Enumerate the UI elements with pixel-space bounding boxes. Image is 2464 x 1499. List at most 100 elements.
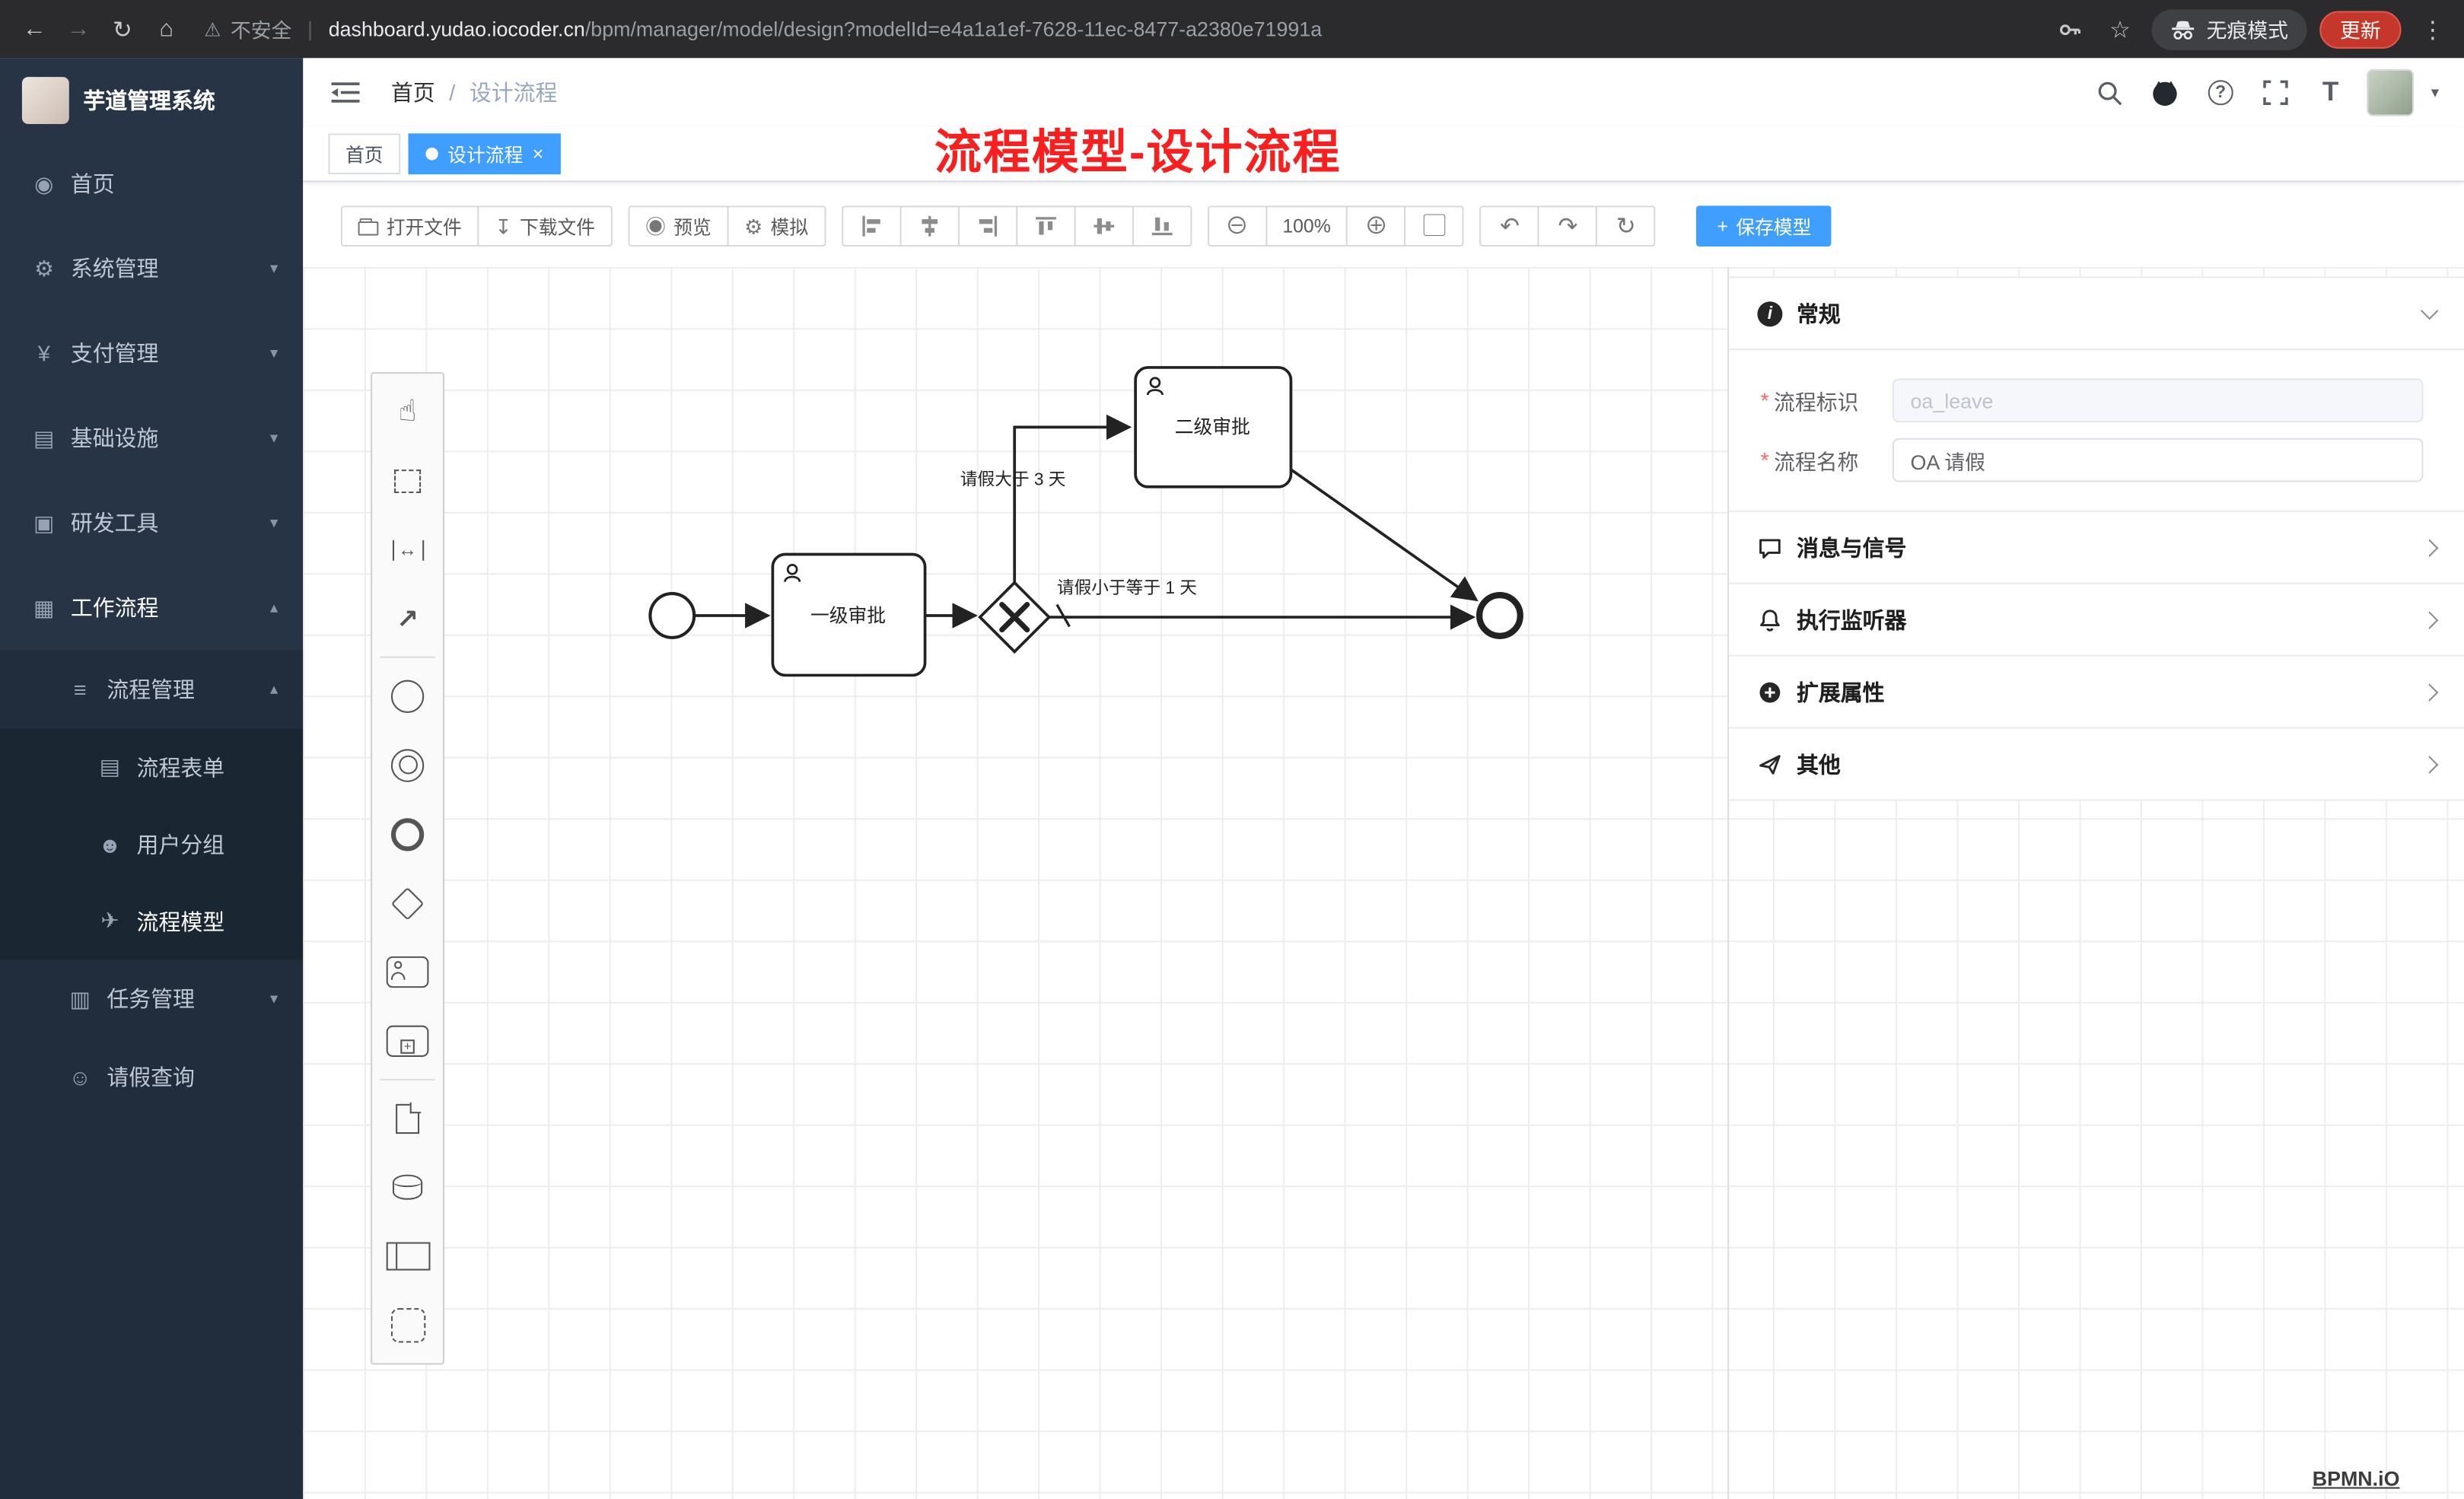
- task-first-approval[interactable]: 一级审批: [771, 552, 927, 677]
- align-left-button[interactable]: [841, 205, 901, 247]
- create-subprocess[interactable]: +: [372, 1007, 443, 1076]
- panel-section-extensions[interactable]: 扩展属性: [1729, 657, 2464, 729]
- create-intermediate-event[interactable]: [372, 730, 443, 800]
- app-logo-row[interactable]: 芋道管理系统: [0, 58, 303, 141]
- panel-section-messages[interactable]: 消息与信号: [1729, 512, 2464, 584]
- sidebar-item-infrastructure[interactable]: ▤ 基础设施 ▾: [0, 396, 303, 480]
- exclusive-gateway[interactable]: [978, 581, 1052, 654]
- process-name-input[interactable]: [1893, 438, 2424, 482]
- align-bottom-button[interactable]: [1132, 205, 1192, 247]
- chrome-update-button[interactable]: 更新: [2319, 10, 2402, 48]
- browser-reload-button[interactable]: ↻: [112, 16, 132, 43]
- bpmn-canvas[interactable]: ☝ ↔ ↗ +: [303, 266, 2464, 1499]
- password-key-icon[interactable]: [2051, 10, 2089, 48]
- avatar-caret-icon[interactable]: ▾: [2431, 84, 2440, 102]
- search-icon[interactable]: [2092, 74, 2130, 112]
- panel-section-listeners[interactable]: 执行监听器: [1729, 584, 2464, 657]
- sidebar-item-process-management[interactable]: ≡ 流程管理 ▴: [0, 650, 303, 728]
- open-file-button[interactable]: 打开文件: [340, 205, 479, 247]
- app-sidebar: 芋道管理系统 ◉ 首页 ⚙ 系统管理 ▾ ¥ 支付管理 ▾ ▤ 基础设施 ▾ ▣…: [0, 58, 304, 1499]
- header-actions: ? T ▾: [2092, 68, 2440, 116]
- zoom-in-button[interactable]: ⊕: [1346, 205, 1406, 247]
- create-end-event[interactable]: [372, 799, 443, 868]
- bookmark-star-icon[interactable]: ☆: [2109, 16, 2131, 43]
- sidebar-item-label: 支付管理: [70, 340, 159, 366]
- browser-menu-icon[interactable]: ⋮: [2421, 16, 2445, 43]
- fullscreen-icon[interactable]: [2257, 74, 2295, 112]
- address-bar[interactable]: ⚠ 不安全 | dashboard.yudao.iocoder.cn/bpm/m…: [204, 14, 2029, 44]
- avatar[interactable]: [2367, 68, 2414, 116]
- panel-section-general[interactable]: i 常规: [1729, 278, 2464, 351]
- flow-label-le[interactable]: 请假小于等于 1 天: [1057, 578, 1197, 597]
- sidebar-item-task-management[interactable]: ▥ 任务管理 ▾: [0, 960, 303, 1038]
- sequence-flows[interactable]: [694, 414, 1479, 630]
- process-key-input[interactable]: [1893, 378, 2424, 423]
- task-second-approval[interactable]: 二级审批: [1134, 366, 1293, 489]
- sidebar-item-devtools[interactable]: ▣ 研发工具 ▾: [0, 481, 303, 565]
- sidebar-item-process-model[interactable]: ✈ 流程模型: [0, 883, 303, 960]
- download-file-button[interactable]: ↧ 下载文件: [477, 205, 613, 247]
- flow-gateway-to-task2[interactable]: [1013, 414, 1132, 583]
- bpmnio-logo[interactable]: BPMN.iO: [2312, 1466, 2400, 1491]
- align-right-button[interactable]: [957, 205, 1017, 247]
- zoom-out-icon: ⊖: [1225, 212, 1250, 240]
- zoom-fit-button[interactable]: ▢: [1404, 205, 1465, 247]
- breadcrumb-separator: /: [449, 80, 456, 106]
- user-group-icon: ☻: [98, 831, 122, 857]
- fold-sidebar-icon[interactable]: [328, 75, 362, 110]
- help-icon[interactable]: ?: [2201, 74, 2240, 112]
- sidebar-item-process-form[interactable]: ▤ 流程表单: [0, 729, 303, 806]
- flow-label-gt[interactable]: 请假大于 3 天: [960, 469, 1066, 489]
- save-model-button[interactable]: + 保存模型: [1696, 205, 1832, 247]
- restart-button[interactable]: ↻: [1596, 205, 1656, 247]
- tab-design-process[interactable]: 设计流程 ×: [408, 133, 561, 175]
- end-event[interactable]: [1476, 592, 1523, 639]
- zoom-button-group: ⊖ 100% ⊕ ▢: [1207, 205, 1465, 247]
- start-event[interactable]: [648, 592, 696, 639]
- space-tool[interactable]: ↔: [372, 515, 443, 584]
- preview-button[interactable]: ◉ 预览: [628, 205, 729, 247]
- font-size-icon[interactable]: T: [2322, 77, 2339, 107]
- browser-home-button[interactable]: ⌂: [159, 15, 174, 43]
- info-icon: i: [1757, 301, 1783, 326]
- undo-button[interactable]: ↶: [1479, 205, 1540, 247]
- undo-icon: ↶: [1500, 212, 1520, 240]
- align-center-button[interactable]: [899, 205, 960, 247]
- tab-home[interactable]: 首页: [328, 133, 401, 175]
- sidebar-item-home[interactable]: ◉ 首页: [0, 142, 303, 226]
- sidebar-item-leave-query[interactable]: ☺ 请假查询: [0, 1038, 303, 1116]
- browser-forward-button[interactable]: →: [66, 15, 91, 43]
- breadcrumb-home[interactable]: 首页: [390, 80, 435, 106]
- hand-tool[interactable]: ☝: [398, 395, 417, 428]
- sidebar-item-payment[interactable]: ¥ 支付管理 ▾: [0, 311, 303, 396]
- create-data-store[interactable]: [372, 1153, 443, 1222]
- align-top-button[interactable]: [1015, 205, 1075, 247]
- zoom-level-button[interactable]: 100%: [1265, 205, 1348, 247]
- sidebar-item-label: 流程管理: [107, 676, 195, 702]
- url-domain[interactable]: dashboard.yudao.iocoder.cn: [328, 17, 585, 41]
- align-middle-button[interactable]: [1073, 205, 1134, 247]
- flow-task2-to-end[interactable]: [1290, 468, 1479, 602]
- sidebar-item-workflow[interactable]: ▦ 工作流程 ▴: [0, 565, 303, 650]
- browser-back-button[interactable]: ←: [22, 15, 46, 43]
- lasso-tool[interactable]: [372, 446, 443, 515]
- create-start-event[interactable]: [372, 661, 443, 730]
- zoom-out-button[interactable]: ⊖: [1207, 205, 1267, 247]
- create-group[interactable]: [372, 1291, 443, 1360]
- global-connect-tool[interactable]: ↗: [396, 603, 419, 634]
- sidebar-item-system[interactable]: ⚙ 系统管理 ▾: [0, 226, 303, 310]
- not-secure-label[interactable]: 不安全: [230, 18, 292, 43]
- github-icon[interactable]: [2147, 74, 2185, 112]
- create-data-object[interactable]: [372, 1084, 443, 1153]
- sidebar-item-user-group[interactable]: ☻ 用户分组: [0, 806, 303, 883]
- redo-button[interactable]: ↷: [1538, 205, 1598, 247]
- create-gateway[interactable]: [372, 868, 443, 937]
- align-top-icon: [1035, 217, 1056, 235]
- create-user-task[interactable]: [372, 937, 443, 1007]
- field-row-process-name: * 流程名称: [1761, 438, 2424, 482]
- close-icon[interactable]: ×: [532, 142, 544, 165]
- url-path[interactable]: /bpm/manager/model/design?modelId=e4a1a1…: [584, 17, 1323, 41]
- create-participant[interactable]: [372, 1222, 443, 1291]
- simulate-button[interactable]: ⚙ 模拟: [727, 205, 826, 247]
- panel-section-others[interactable]: 其他: [1729, 729, 2464, 801]
